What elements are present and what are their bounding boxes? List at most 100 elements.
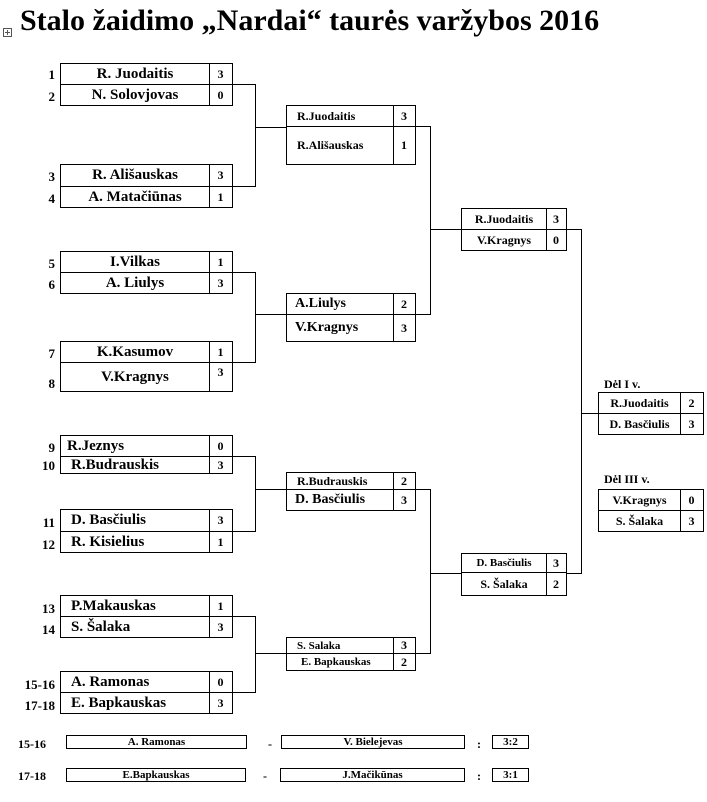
player-score: 3 [217,365,224,379]
player-name: A.Liulys [287,294,394,314]
seed-number: 1 [48,67,56,82]
connector-line [255,84,256,187]
player-name: S. Šalaka [462,573,547,595]
player-row: A. Liulys 3 [60,272,233,294]
placement-label: 15-16 [18,737,46,751]
seed-number: 15-16 [24,677,55,692]
player-row: P.Makauskas 1 [60,595,233,617]
placement-player-2: J.Mačikūnas [280,768,465,782]
seed-number: 14 [42,622,55,637]
player-name: R. Kisielius [61,532,210,552]
seed-number: 6 [48,277,56,292]
connector-line [232,692,255,693]
player-name: V.Kragnys [599,490,681,510]
connector-line [255,314,286,315]
player-row: V.Kragnys 3 [286,314,416,342]
connector-line [232,362,255,363]
player-row: K.Kasumov 1 [60,341,233,363]
third-place-label: Dėl III v. [604,472,650,486]
player-name: D. Basčiulis [61,510,210,531]
player-score: 3 [688,416,695,431]
player-name: R.Juodaitis [287,106,394,126]
player-score: 3 [217,619,224,634]
player-row: I.Vilkas 1 [60,251,233,273]
connector-line [255,272,256,363]
placement-label: 17-18 [18,769,46,783]
connector-line [255,127,286,128]
connector-line [581,413,598,414]
dash-separator: - [263,769,267,783]
connector-line [415,653,430,654]
player-score: 3 [217,275,224,290]
player-row: A.Liulys 2 [286,293,416,315]
player-row: S. Salaka 3 [286,637,416,654]
player-score: 0 [688,492,695,507]
player-score: 3 [401,638,407,652]
placement-score: 3:1 [492,768,529,782]
connector-line [255,489,286,490]
connector-line [415,126,430,127]
player-name: E. Bapkauskas [287,654,394,670]
player-row: N. Solovjovas 0 [60,84,233,106]
connector-line [255,616,256,693]
player-name: I.Vilkas [61,252,210,272]
connector-line [566,573,581,574]
seed-number: 10 [42,458,55,473]
player-name: E. Bapkauskas [61,693,210,713]
player-name: V.Kragnys [61,363,210,391]
final-label: Dėl I v. [604,377,641,391]
connector-line [581,229,582,574]
player-score: 3 [401,320,407,335]
player-name: R. Juodaitis [61,64,210,84]
dash-separator: - [268,737,272,751]
player-row: R.Juodaitis 3 [286,105,416,127]
placement-player-1: A. Ramonas [66,735,247,749]
connector-line [566,229,581,230]
player-score: 1 [217,534,224,549]
player-row: D. Basčiulis 3 [598,413,704,435]
player-name: P.Makauskas [61,596,210,616]
player-row: V.Kragnys 3 [60,362,233,392]
player-name: R. Ališauskas [61,165,210,186]
seed-number: 17-18 [24,698,55,713]
player-row: D. Basčiulis 3 [461,553,567,573]
seed-number: 7 [48,346,56,361]
player-name: A. Matačiūnas [61,187,210,207]
player-row: R.Juodaitis 3 [461,208,567,230]
connector-line [232,456,255,457]
player-name: V.Kragnys [462,230,547,250]
player-score: 3 [217,66,224,81]
colon-separator: : [477,769,481,783]
player-score: 3 [553,211,559,226]
player-name: R.Budrauskis [287,473,394,489]
player-score: 1 [217,254,224,269]
placement-player-1: E.Bapkauskas [66,768,246,782]
seed-number: 9 [48,440,56,455]
player-row: R.Budrauskis 2 [286,472,416,490]
player-row: S. Šalaka 3 [598,510,704,532]
seed-number: 5 [48,256,56,271]
player-score: 2 [401,654,407,669]
player-row: R.Juodaitis 2 [598,392,704,414]
seed-number: 12 [42,537,55,552]
connector-line [415,489,430,490]
player-row: E. Bapkauskas 2 [286,653,416,671]
connector-line [255,456,256,532]
connector-line [232,272,255,273]
player-row: A. Ramonas 0 [60,671,233,693]
player-score: 3 [553,555,559,570]
player-score: 3 [217,168,224,182]
player-row: R.Ališauskas 1 [286,126,416,165]
player-row: D. Basčiulis 3 [60,509,233,532]
player-name: S. Šalaka [61,617,210,637]
connector-line [232,616,255,617]
player-row: R.Budrauskis 3 [60,456,233,474]
seed-number: 4 [48,191,56,206]
player-score: 0 [217,674,224,689]
player-name: D. Basčiulis [287,490,394,510]
player-row: S. Šalaka 2 [461,572,567,596]
player-score: 2 [401,296,407,311]
connector-line [430,229,461,230]
table-move-handle-icon[interactable] [3,28,12,37]
player-score: 0 [217,87,224,102]
